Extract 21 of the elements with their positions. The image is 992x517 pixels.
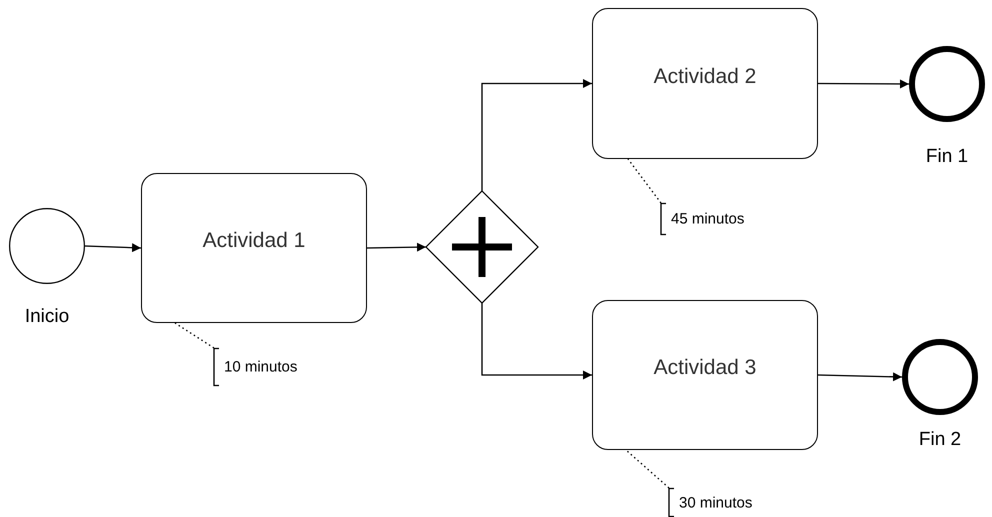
event-label: Fin 1	[926, 146, 968, 168]
task-box	[141, 173, 367, 323]
leader-line	[626, 450, 670, 488]
task-label: Actividad 1	[202, 229, 306, 253]
task-box	[592, 300, 818, 450]
annotation-text: 45 minutos	[671, 210, 744, 228]
task-box	[592, 8, 818, 159]
annotation-text: 10 minutos	[224, 358, 298, 376]
leader-line	[627, 158, 662, 204]
arrow	[818, 372, 902, 382]
arrow	[481, 303, 592, 380]
event-label: Fin 2	[918, 429, 962, 451]
leader-line	[174, 322, 214, 349]
task-label: Actividad 3	[654, 356, 756, 380]
annotation-text: 30 minutos	[679, 494, 752, 511]
arrow	[818, 79, 909, 88]
task-label: Actividad 2	[654, 64, 756, 88]
event-label: Inicio	[24, 306, 70, 328]
arrow	[481, 79, 592, 191]
arrow	[84, 243, 142, 252]
arrow	[366, 242, 426, 252]
